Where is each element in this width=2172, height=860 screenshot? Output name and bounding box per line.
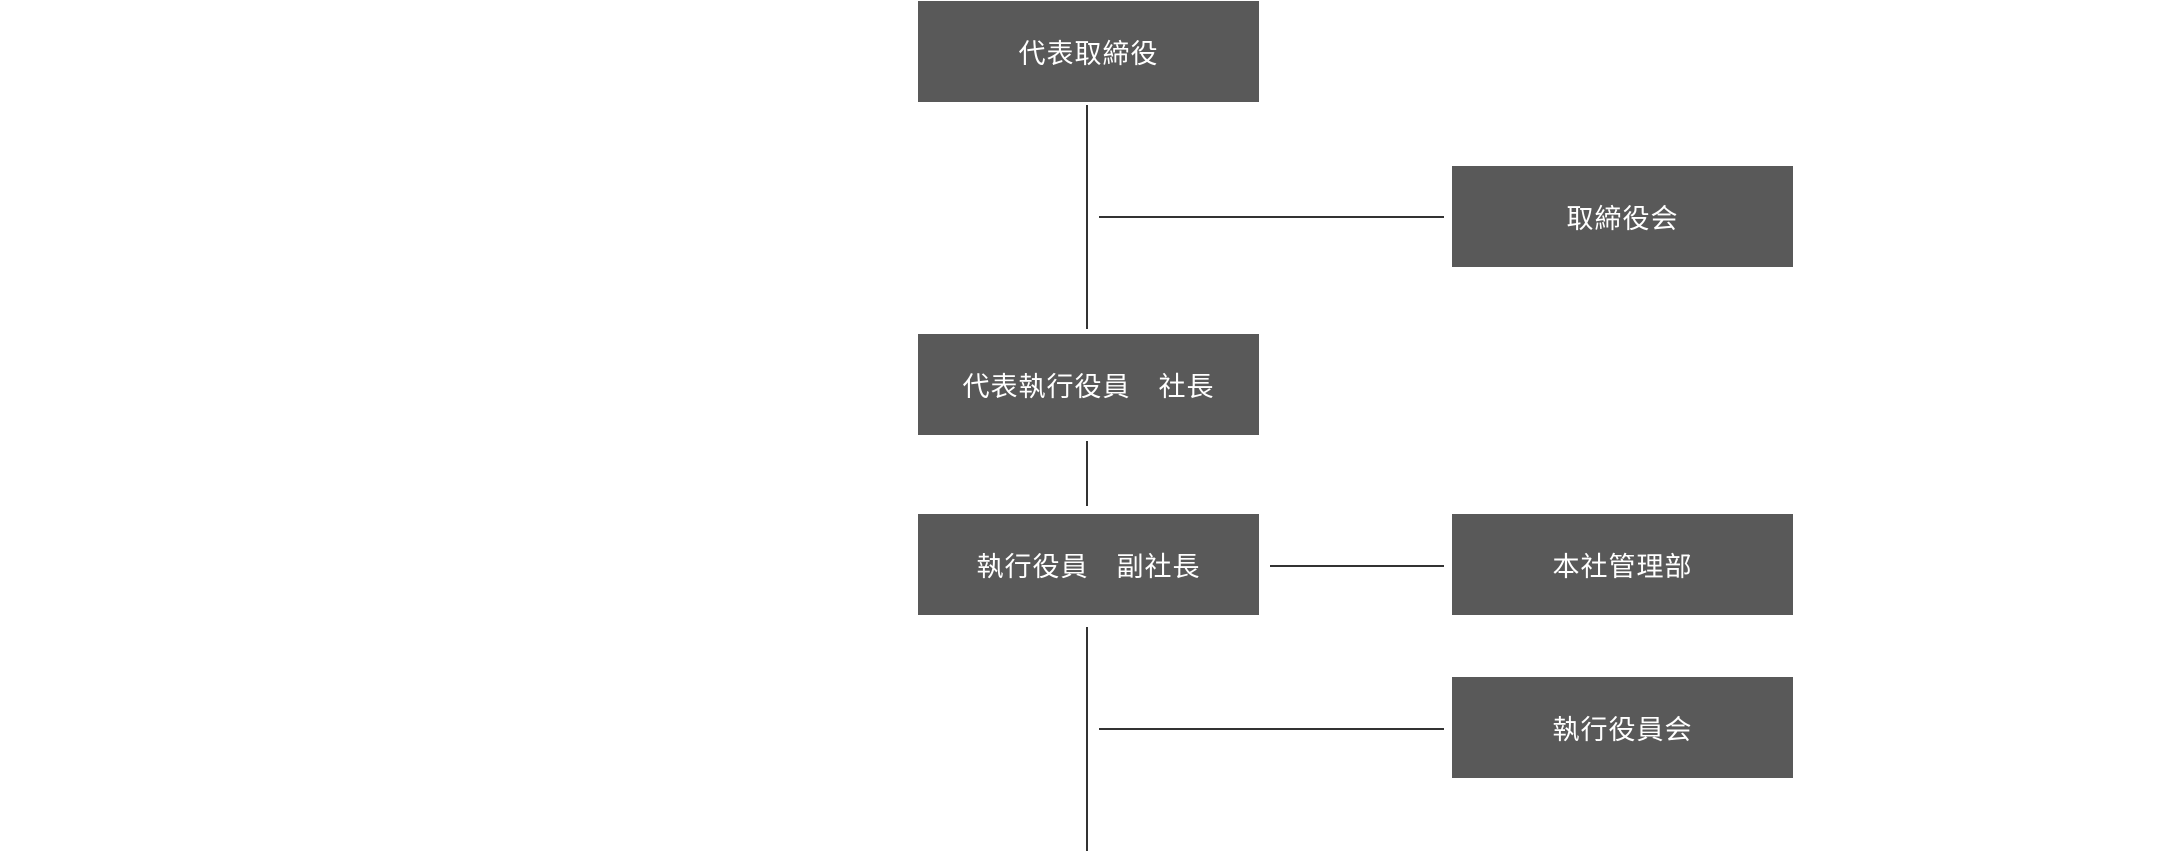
node-hq-management-label: 本社管理部 (1552, 552, 1693, 583)
connector-ceo-to-president (1086, 105, 1088, 329)
node-vice-president: 執行役員 副社長 (918, 514, 1259, 615)
connector-to-hq-management (1270, 565, 1444, 567)
node-executive-committee-label: 執行役員会 (1552, 715, 1693, 746)
connector-vice-president-down (1086, 627, 1088, 851)
node-ceo: 代表取締役 (918, 1, 1259, 102)
node-board-label: 取締役会 (1566, 204, 1679, 235)
node-president-label: 代表執行役員 社長 (962, 372, 1215, 403)
node-vice-president-label: 執行役員 副社長 (976, 552, 1201, 583)
node-executive-committee: 執行役員会 (1452, 677, 1793, 778)
connector-to-executive-committee (1099, 728, 1444, 730)
node-ceo-label: 代表取締役 (1018, 39, 1159, 70)
connector-to-board (1099, 216, 1444, 218)
node-hq-management: 本社管理部 (1452, 514, 1793, 615)
node-president: 代表執行役員 社長 (918, 334, 1259, 435)
node-board: 取締役会 (1452, 166, 1793, 267)
connector-president-to-vice-president (1086, 441, 1088, 506)
